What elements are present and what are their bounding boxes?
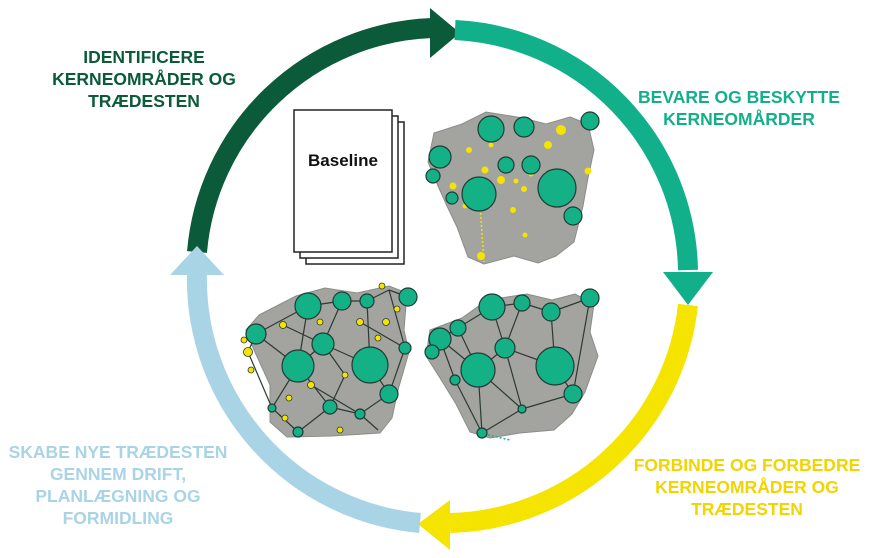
core-areas [425, 111, 600, 226]
map-network-core [424, 288, 600, 441]
step-label-identify: IDENTIFICERE KERNEOMRÅDER OG TRÆDESTEN [28, 46, 260, 112]
arrow-head-connect [418, 500, 450, 550]
label-line: IDENTIFICERE [83, 47, 205, 67]
step-label-create: SKABE NYE TRÆDESTEN GENNEM DRIFT, PLANLÆ… [0, 441, 236, 529]
label-line: KERNEOMRÅDER OG [52, 69, 236, 89]
arrow-head-protect [663, 272, 713, 305]
label-line: TRÆDESTEN [88, 91, 200, 111]
arrow-head-create [170, 246, 224, 275]
label-line: SKABE NYE TRÆDESTEN [8, 442, 228, 462]
arc-create [186, 271, 421, 533]
core-areas [245, 287, 418, 438]
map-path [483, 433, 511, 441]
step-label-connect: FORBINDE OG FORBEDRE KERNEOMRÅDER OG TRÆ… [628, 454, 866, 520]
step-label-protect: BEVARE OG BESKYTTE KERNEOMÅRDER [620, 86, 858, 130]
label-line: FORBINDE OG FORBEDRE [633, 455, 861, 475]
map-network-full [240, 282, 418, 438]
core-areas [424, 288, 600, 439]
stepping-stones [240, 282, 401, 434]
label-line: PLANLÆGNING OG [35, 486, 201, 506]
stepping-stones [449, 123, 592, 260]
arc-connect [449, 303, 698, 533]
baseline-document-icon [293, 109, 405, 265]
label-line: GENNEM DRIFT, [49, 464, 187, 484]
baseline-title: Baseline [308, 151, 378, 170]
arc-protect [454, 20, 698, 271]
arrow-head-identify [430, 8, 460, 58]
label-line: KERNEOMÅRDER [663, 109, 815, 129]
label-line: KERNEOMRÅDER OG [655, 477, 839, 497]
label-line: TRÆDESTEN [691, 499, 803, 519]
map-core-areas [425, 111, 600, 265]
label-line: BEVARE OG BESKYTTE [638, 87, 840, 107]
map-path [479, 204, 485, 263]
arc-identify [187, 18, 433, 253]
map-shape [425, 293, 599, 439]
label-line: FORMIDLING [62, 508, 174, 528]
